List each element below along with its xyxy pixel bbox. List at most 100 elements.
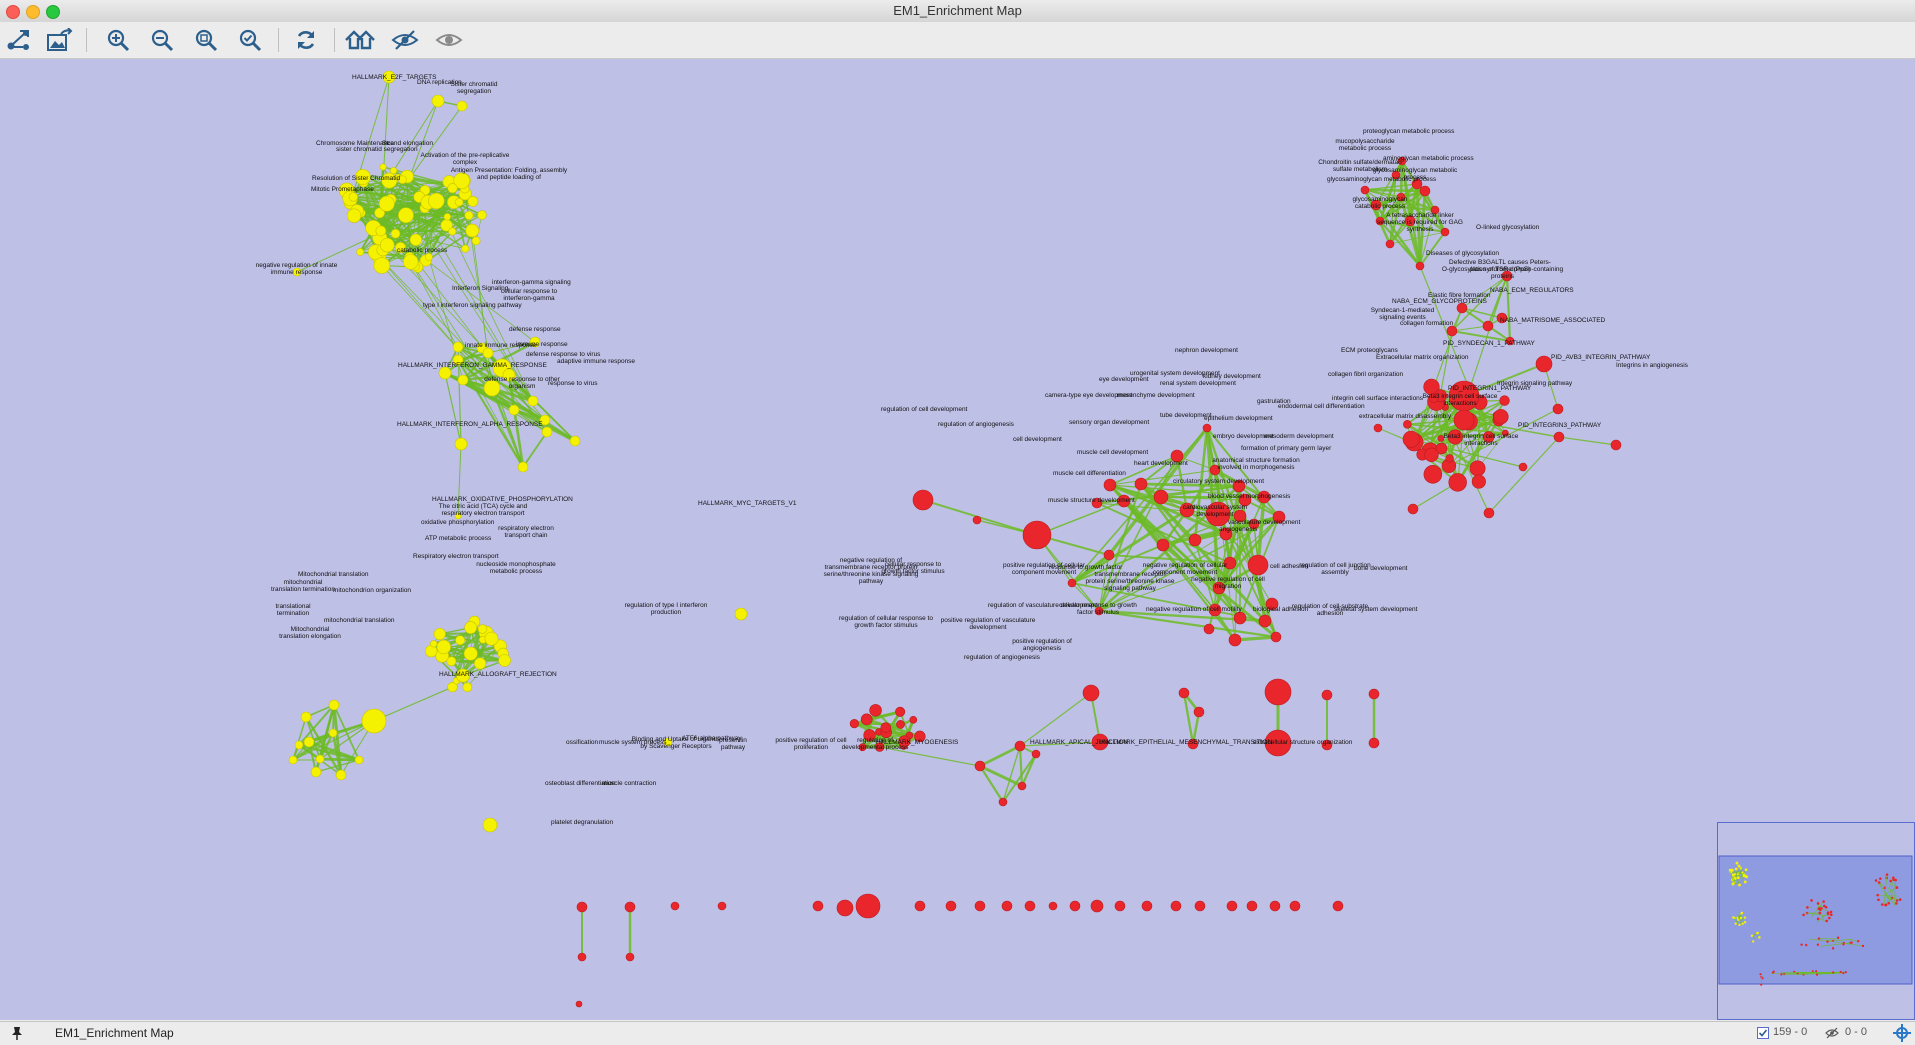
up-regulated-node[interactable] bbox=[444, 213, 451, 220]
down-regulated-node[interactable] bbox=[999, 798, 1007, 806]
down-regulated-node[interactable] bbox=[1104, 479, 1116, 491]
down-regulated-node[interactable] bbox=[1553, 404, 1563, 414]
down-regulated-node[interactable] bbox=[1408, 504, 1418, 514]
selected-checkbox-icon[interactable] bbox=[1757, 1027, 1769, 1039]
network-edge[interactable] bbox=[854, 724, 900, 725]
hidden-eye-icon[interactable] bbox=[1825, 1027, 1839, 1039]
up-regulated-node[interactable] bbox=[465, 622, 477, 634]
viewport-rectangle[interactable] bbox=[1719, 856, 1912, 984]
up-regulated-node[interactable] bbox=[434, 628, 445, 639]
up-regulated-node[interactable] bbox=[463, 683, 472, 692]
down-regulated-node[interactable] bbox=[1454, 410, 1474, 430]
network-canvas[interactable]: HALLMARK_E2F_TARGETS DNA replication Sis… bbox=[0, 59, 1915, 1020]
up-regulated-node[interactable] bbox=[316, 755, 324, 763]
down-regulated-node[interactable] bbox=[1519, 463, 1527, 471]
down-regulated-node[interactable] bbox=[896, 720, 904, 728]
network-edge[interactable] bbox=[1489, 437, 1559, 513]
down-regulated-node[interactable] bbox=[625, 902, 635, 912]
up-regulated-node[interactable] bbox=[379, 196, 394, 211]
down-regulated-node[interactable] bbox=[975, 761, 985, 771]
down-regulated-node[interactable] bbox=[1002, 901, 1012, 911]
down-regulated-node[interactable] bbox=[895, 707, 904, 716]
down-regulated-node[interactable] bbox=[1194, 707, 1204, 717]
zoom-in-button[interactable] bbox=[102, 26, 134, 54]
down-regulated-node[interactable] bbox=[1611, 440, 1621, 450]
down-regulated-node[interactable] bbox=[1369, 738, 1379, 748]
down-regulated-node[interactable] bbox=[1403, 420, 1411, 428]
network-edge[interactable] bbox=[1452, 326, 1488, 331]
down-regulated-node[interactable] bbox=[1271, 632, 1281, 642]
up-regulated-node[interactable] bbox=[304, 737, 314, 747]
down-regulated-node[interactable] bbox=[577, 902, 587, 912]
up-regulated-node[interactable] bbox=[478, 211, 487, 220]
network-graph[interactable] bbox=[0, 59, 1915, 1020]
up-regulated-node[interactable] bbox=[455, 198, 463, 206]
up-regulated-node[interactable] bbox=[336, 770, 346, 780]
down-regulated-node[interactable] bbox=[1270, 901, 1280, 911]
down-regulated-node[interactable] bbox=[1322, 690, 1332, 700]
down-regulated-node[interactable] bbox=[1154, 490, 1168, 504]
network-edge[interactable] bbox=[374, 687, 452, 721]
birds-eye-overview[interactable] bbox=[1717, 822, 1915, 1020]
network-edge[interactable] bbox=[1507, 276, 1510, 341]
down-regulated-node[interactable] bbox=[1424, 465, 1442, 483]
up-regulated-node[interactable] bbox=[410, 234, 422, 246]
down-regulated-node[interactable] bbox=[1333, 901, 1343, 911]
zoom-selected-button[interactable] bbox=[190, 26, 222, 54]
down-regulated-node[interactable] bbox=[1500, 396, 1510, 406]
down-regulated-node[interactable] bbox=[1070, 901, 1080, 911]
down-regulated-node[interactable] bbox=[1018, 782, 1026, 790]
down-regulated-node[interactable] bbox=[1425, 448, 1439, 462]
down-regulated-node[interactable] bbox=[1157, 539, 1169, 551]
export-image-button[interactable] bbox=[44, 26, 76, 54]
down-regulated-node[interactable] bbox=[1484, 508, 1494, 518]
down-regulated-node[interactable] bbox=[910, 716, 917, 723]
up-regulated-node[interactable] bbox=[374, 258, 390, 274]
down-regulated-node[interactable] bbox=[576, 1001, 582, 1007]
up-regulated-node[interactable] bbox=[466, 224, 479, 237]
down-regulated-node[interactable] bbox=[1259, 615, 1271, 627]
up-regulated-node[interactable] bbox=[499, 654, 511, 666]
up-regulated-node[interactable] bbox=[437, 640, 451, 654]
down-regulated-node[interactable] bbox=[1369, 689, 1379, 699]
down-regulated-node[interactable] bbox=[578, 953, 586, 961]
up-regulated-node[interactable] bbox=[518, 462, 528, 472]
show-all-button[interactable] bbox=[433, 26, 465, 54]
down-regulated-node[interactable] bbox=[856, 894, 880, 918]
down-regulated-node[interactable] bbox=[1189, 534, 1201, 546]
up-regulated-node[interactable] bbox=[528, 396, 538, 406]
zoom-fit-button[interactable] bbox=[234, 26, 266, 54]
down-regulated-node[interactable] bbox=[1115, 901, 1125, 911]
up-regulated-node[interactable] bbox=[464, 647, 477, 660]
up-regulated-node[interactable] bbox=[448, 183, 458, 193]
home-button[interactable] bbox=[344, 26, 376, 54]
up-regulated-node[interactable] bbox=[509, 405, 519, 415]
down-regulated-node[interactable] bbox=[1234, 612, 1246, 624]
down-regulated-node[interactable] bbox=[946, 901, 956, 911]
down-regulated-node[interactable] bbox=[1049, 902, 1057, 910]
up-regulated-node[interactable] bbox=[483, 818, 497, 832]
down-regulated-node[interactable] bbox=[1416, 262, 1424, 270]
hide-selected-button[interactable] bbox=[389, 26, 421, 54]
down-regulated-node[interactable] bbox=[1472, 475, 1486, 489]
down-regulated-node[interactable] bbox=[1142, 901, 1152, 911]
up-regulated-node[interactable] bbox=[349, 193, 358, 202]
down-regulated-node[interactable] bbox=[850, 719, 859, 728]
up-regulated-node[interactable] bbox=[485, 632, 498, 645]
up-regulated-node[interactable] bbox=[468, 196, 478, 206]
up-regulated-node[interactable] bbox=[355, 756, 363, 764]
up-regulated-node[interactable] bbox=[432, 95, 444, 107]
down-regulated-node[interactable] bbox=[1032, 750, 1040, 758]
down-regulated-node[interactable] bbox=[1248, 555, 1268, 575]
up-regulated-node[interactable] bbox=[329, 729, 337, 737]
up-regulated-node[interactable] bbox=[474, 658, 485, 669]
up-regulated-node[interactable] bbox=[357, 248, 364, 255]
down-regulated-node[interactable] bbox=[1104, 550, 1114, 560]
down-regulated-node[interactable] bbox=[1361, 186, 1369, 194]
down-regulated-node[interactable] bbox=[1179, 688, 1189, 698]
down-regulated-node[interactable] bbox=[1483, 321, 1493, 331]
network-edge[interactable] bbox=[1020, 746, 1022, 786]
up-regulated-node[interactable] bbox=[301, 712, 311, 722]
up-regulated-node[interactable] bbox=[362, 709, 386, 733]
up-regulated-node[interactable] bbox=[542, 427, 552, 437]
